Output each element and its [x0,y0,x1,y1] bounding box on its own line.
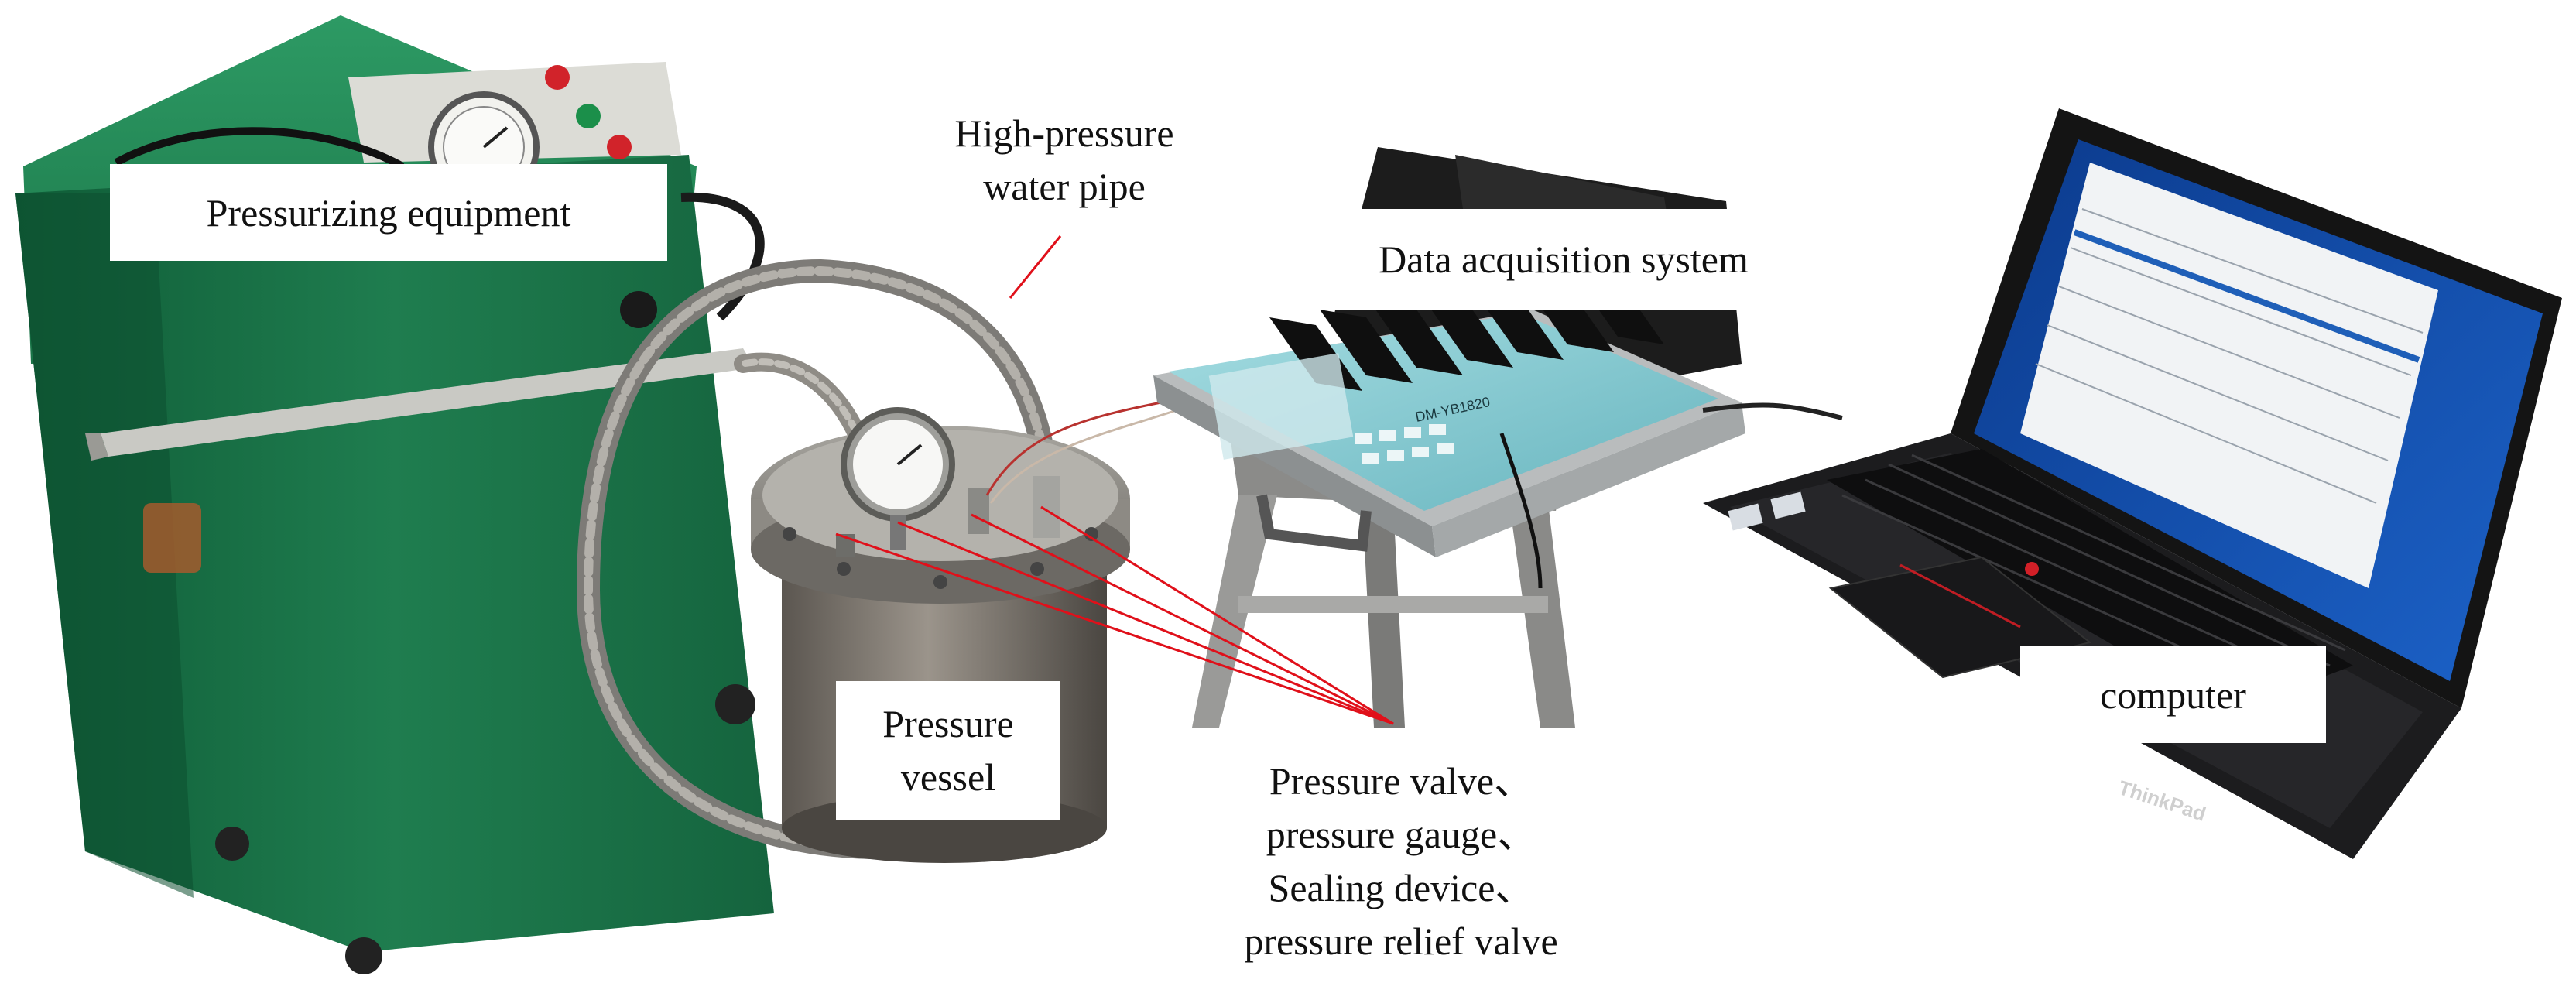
label-data-acquisition-system: Data acquisition system [1331,209,1796,310]
label-pressure-vessel: Pressure vessel [836,681,1060,820]
pressurizing-equipment-machine [15,15,774,974]
label-components-line2: pressure gauge、 [1266,813,1536,856]
label-components: Pressure valve、 pressure gauge、 Sealing … [1161,755,1641,968]
label-high-pressure-pipe: High-pressure water pipe [890,107,1238,214]
label-pressure-vessel-line2: vessel [900,755,996,799]
label-components-line4: pressure relief valve [1244,920,1558,963]
label-high-pressure-pipe-line2: water pipe [983,165,1146,208]
label-components-line3: Sealing device、 [1268,866,1534,909]
label-computer: computer [2020,646,2326,743]
label-pressurizing-equipment: Pressurizing equipment [110,164,667,261]
laptop: ThinkPad [1703,108,2562,859]
annotation-lines [835,235,1394,725]
laptop-brand-text: ThinkPad [2115,776,2209,826]
label-components-line1: Pressure valve、 [1269,759,1533,803]
label-high-pressure-pipe-line1: High-pressure [954,111,1174,155]
label-pressure-vessel-line1: Pressure [882,702,1014,745]
